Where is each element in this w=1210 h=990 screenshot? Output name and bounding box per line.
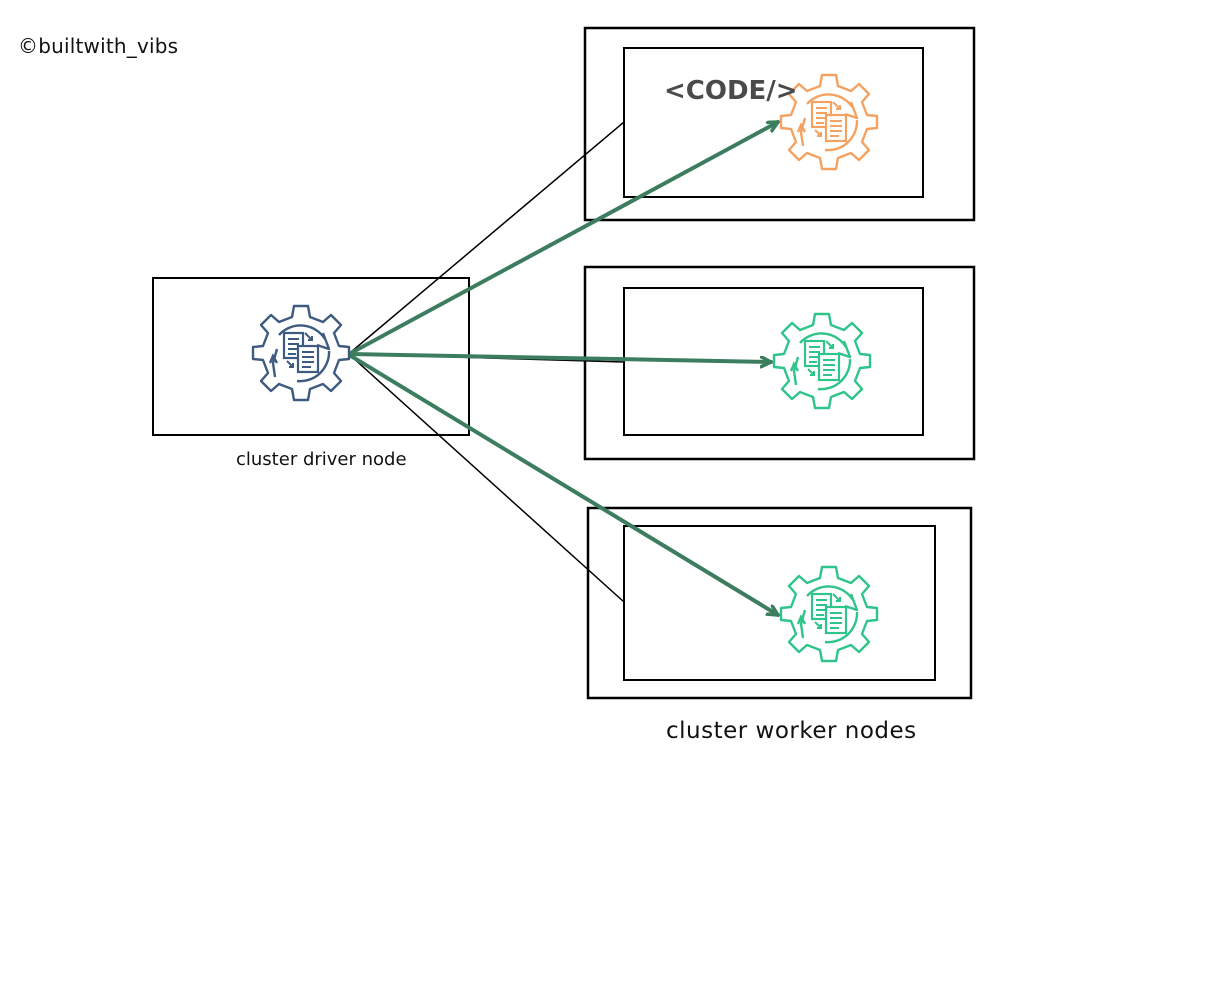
worker-2-gear-docs-icon xyxy=(772,312,872,410)
worker-node-3-inner xyxy=(623,525,936,681)
watermark-text: ©builtwith_vibs xyxy=(18,34,179,58)
driver-gear-docs-icon xyxy=(251,304,351,402)
code-tag: <CODE/> xyxy=(664,76,798,106)
driver-node-label: cluster driver node xyxy=(236,449,407,470)
projection-line-bottom xyxy=(350,355,625,603)
worker-node-3-outer xyxy=(586,506,973,700)
worker-node-1-outer xyxy=(583,26,976,222)
projection-line-top xyxy=(350,121,625,353)
worker-nodes-label: cluster worker nodes xyxy=(666,718,917,744)
arrow-to-worker-3 xyxy=(349,354,780,617)
arrow-to-worker-2 xyxy=(349,352,773,362)
worker-3-gear-docs-icon xyxy=(779,565,879,663)
arrow-to-worker-1 xyxy=(349,120,780,355)
worker-node-2-outer xyxy=(583,265,976,461)
